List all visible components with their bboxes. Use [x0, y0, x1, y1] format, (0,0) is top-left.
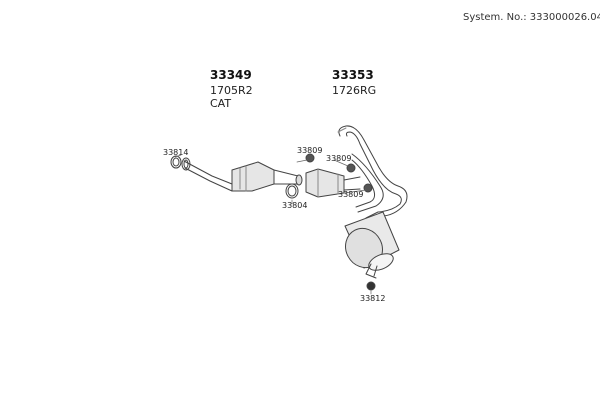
label-33809-lower: 33809 [338, 190, 364, 199]
clamp-33809-upper [305, 153, 315, 163]
gasket-33814 [170, 155, 191, 171]
rear-pipe [337, 125, 408, 223]
label-33809-upper: 33809 [297, 146, 323, 155]
gasket-33804 [285, 183, 299, 199]
rubber-mount-33812 [366, 281, 376, 291]
label-33804: 33804 [282, 201, 308, 210]
label-33809-middle: 33809 [326, 154, 352, 163]
label-33812: 33812 [360, 294, 386, 303]
system-number: System. No.: 333000026.04 [463, 12, 600, 23]
part-code-1726rg: 1726RG [332, 84, 377, 97]
part-note-cat: CAT [210, 97, 232, 110]
part-code-1705r2: 1705R2 [210, 84, 253, 97]
rear-silencer [344, 211, 400, 279]
part-number-33349: 33349 [210, 68, 252, 82]
clamp-33809-lower [363, 183, 373, 193]
label-33814: 33814 [163, 148, 189, 157]
front-pipe-with-catalytic-converter [183, 160, 303, 192]
part-number-33353: 33353 [332, 68, 374, 82]
clamp-33809-middle [346, 163, 356, 173]
